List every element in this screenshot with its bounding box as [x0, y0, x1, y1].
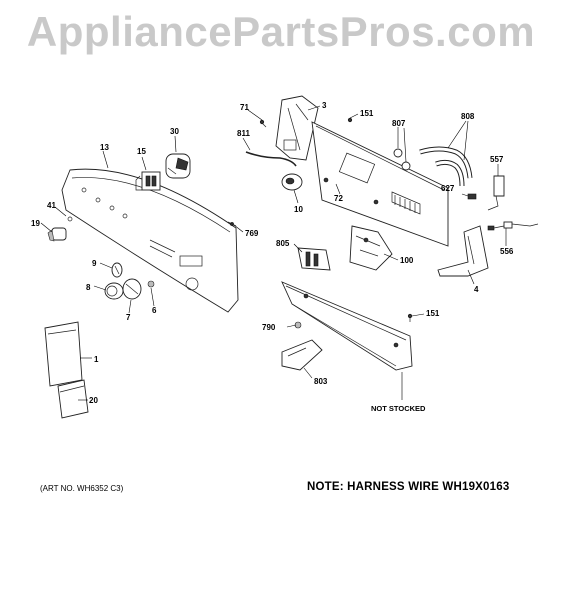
callout-15: 15 [137, 147, 146, 156]
switch-part-15 [135, 171, 161, 191]
knob-part-8 [104, 282, 124, 300]
callout-labels: 13 15 30 41 19 9 8 7 6 1 20 71 3 151 811… [31, 101, 514, 405]
knob-part-9 [111, 262, 123, 278]
harness-part-811 [245, 151, 297, 167]
dispenser-part-803 [281, 339, 323, 371]
screw-part-151-lower [407, 313, 413, 322]
callout-807: 807 [392, 119, 406, 128]
lower-panel-part [281, 281, 413, 371]
callout-30: 30 [170, 127, 179, 136]
control-panel-part-13 [61, 168, 239, 313]
callout-13: 13 [100, 143, 109, 152]
callout-72: 72 [334, 194, 343, 203]
callout-71: 71 [240, 103, 249, 112]
inlet-hose-part-808 [419, 146, 473, 187]
watermark-logo: AppliancePartsPros.com [26, 8, 536, 55]
callout-7: 7 [126, 313, 131, 322]
callout-151-upper: 151 [360, 109, 374, 118]
callout-811: 811 [237, 129, 250, 138]
callout-151-lower: 151 [426, 309, 440, 318]
bracket-part-4 [437, 225, 489, 277]
not-stocked-label: NOT STOCKED [371, 404, 426, 413]
callout-790: 790 [262, 323, 276, 332]
callout-20: 20 [89, 396, 98, 405]
knob-part-19 [47, 216, 73, 242]
bracket-part-3 [275, 95, 319, 161]
rear-panel-part-72 [311, 121, 449, 247]
spring-part-6 [147, 280, 155, 288]
art-number: (ART NO. WH6352 C3) [40, 484, 124, 493]
callout-10: 10 [294, 205, 303, 214]
callout-627: 627 [441, 184, 455, 193]
washer-part-807 [393, 148, 411, 171]
screw-part-151-upper [347, 117, 353, 123]
pressure-switch-part-10 [281, 173, 303, 191]
callout-3: 3 [322, 101, 327, 110]
callout-9: 9 [92, 259, 97, 268]
callout-808: 808 [461, 112, 475, 121]
callout-19: 19 [31, 219, 40, 228]
callout-6: 6 [152, 306, 157, 315]
callout-4: 4 [474, 285, 479, 294]
callout-100: 100 [400, 256, 414, 265]
board-part-805 [297, 247, 331, 271]
timer-part-30 [165, 153, 191, 179]
control-board-part-100 [349, 225, 393, 271]
filter-part-627 [467, 193, 477, 200]
callout-8: 8 [86, 283, 91, 292]
screw-part-71 [259, 119, 267, 128]
manual-part-1 [44, 321, 83, 387]
callout-803: 803 [314, 377, 328, 386]
bag-part-20 [57, 379, 89, 419]
callout-805: 805 [276, 239, 290, 248]
callout-1: 1 [94, 355, 99, 364]
harness-note: NOTE: HARNESS WIRE WH19X0163 [307, 481, 510, 493]
harness-part-556 [487, 221, 539, 231]
callout-556: 556 [500, 247, 514, 256]
callout-41: 41 [47, 201, 56, 210]
valve-part-557 [487, 175, 505, 211]
knob-part-7 [122, 278, 142, 300]
callout-557: 557 [490, 155, 504, 164]
callout-769: 769 [245, 229, 259, 238]
callout-leader-lines [40, 105, 507, 401]
